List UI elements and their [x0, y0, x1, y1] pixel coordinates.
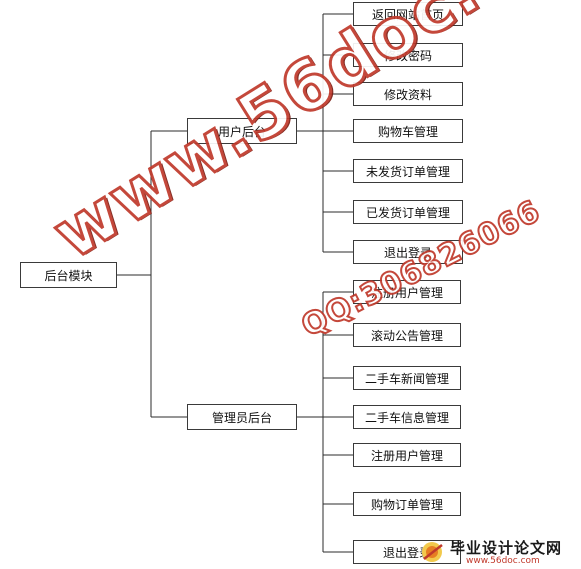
- leaf-node-purchase-orders: 购物订单管理: [353, 492, 461, 516]
- leaf-node-return-home: 返回网站首页: [353, 2, 463, 26]
- leaf-node-shipped-orders: 已发货订单管理: [353, 200, 463, 224]
- branch-node-user-backend: 用户后台: [187, 118, 297, 144]
- leaf-node-used-car-info: 二手车信息管理: [353, 405, 461, 429]
- brand-logo-icon: [422, 542, 443, 562]
- footer-brand: 毕业设计论文网 www.56doc.com: [420, 535, 581, 569]
- leaf-node-unshipped-orders: 未发货订单管理: [353, 159, 463, 183]
- leaf-node-registered-users-2: 注册用户管理: [353, 443, 461, 467]
- branch-node-admin-backend: 管理员后台: [187, 404, 297, 430]
- leaf-node-used-car-news: 二手车新闻管理: [353, 366, 461, 390]
- leaf-node-admin-logout: 退出登录: [353, 540, 461, 564]
- brand-title: 毕业设计论文网: [450, 539, 563, 557]
- leaf-node-registered-users: 注册用户管理: [353, 280, 461, 304]
- brand-url: www.56doc.com: [466, 556, 540, 566]
- leaf-node-change-password: 修改密码: [353, 43, 463, 67]
- leaf-node-edit-profile: 修改资料: [353, 82, 463, 106]
- leaf-node-cart-management: 购物车管理: [353, 119, 463, 143]
- root-node: 后台模块: [20, 262, 117, 288]
- leaf-node-user-logout: 退出登录: [353, 240, 463, 264]
- leaf-node-scrolling-notice: 滚动公告管理: [353, 323, 461, 347]
